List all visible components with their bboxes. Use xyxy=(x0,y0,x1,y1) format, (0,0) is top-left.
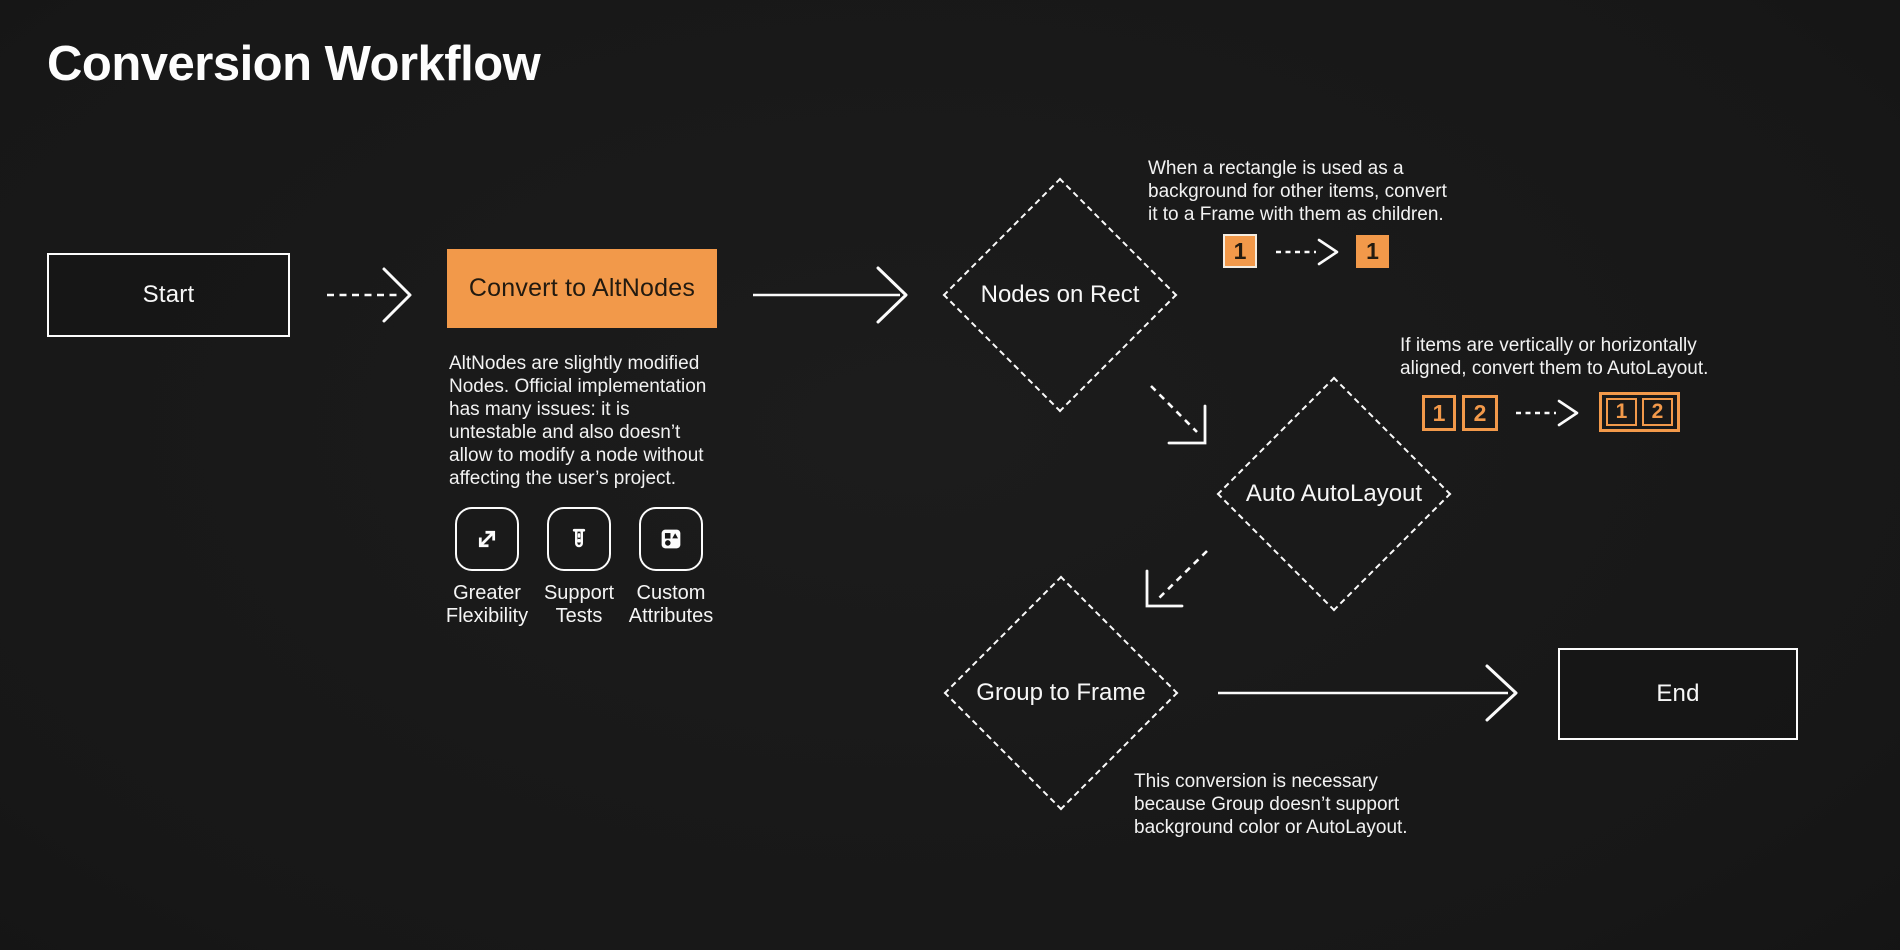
node-auto-autolayout[interactable]: Auto AutoLayout xyxy=(1216,376,1452,612)
feature-label: Support Tests xyxy=(543,582,615,627)
node-convert-to-altnodes[interactable]: Convert to AltNodes xyxy=(447,249,717,328)
node-group-to-frame-label: Group to Frame xyxy=(976,679,1146,706)
annotation-group-to-frame: This conversion is necessary because Gro… xyxy=(1134,771,1408,838)
node-end[interactable]: End xyxy=(1558,648,1798,740)
node-nodes-on-rect-label: Nodes on Rect xyxy=(980,281,1140,308)
badge-rect-after: 1 xyxy=(1356,235,1389,268)
node-group-to-frame[interactable]: Group to Frame xyxy=(943,575,1179,811)
badge-layout-item-2: 2 xyxy=(1462,395,1498,431)
feature-greater-flexibility: Greater Flexibility xyxy=(441,507,533,628)
shapes-icon xyxy=(639,507,703,571)
badge-layout-group: 1 2 xyxy=(1599,392,1680,432)
altnodes-description: AltNodes are slightly modified Nodes. Of… xyxy=(449,353,707,489)
badge-layout-item-1: 1 xyxy=(1422,395,1456,431)
node-start[interactable]: Start xyxy=(47,253,290,337)
arrow-group-to-end xyxy=(1218,664,1518,722)
node-nodes-on-rect[interactable]: Nodes on Rect xyxy=(942,177,1178,413)
arrow-badge-rect xyxy=(1276,238,1339,266)
node-start-label: Start xyxy=(142,281,195,308)
badge-layout-grouped-1: 1 xyxy=(1606,398,1637,426)
page-title: Conversion Workflow xyxy=(47,37,541,91)
node-auto-autolayout-label: Auto AutoLayout xyxy=(1245,480,1423,507)
arrow-badge-layout xyxy=(1516,399,1579,427)
expand-arrows-icon xyxy=(455,507,519,571)
arrow-convert-to-nodes-on-rect xyxy=(753,266,908,324)
test-tube-icon xyxy=(547,507,611,571)
annotation-nodes-on-rect: When a rectangle is used as a background… xyxy=(1148,158,1447,225)
altnodes-features: Greater Flexibility Support Tests xyxy=(441,507,717,628)
feature-label: Greater Flexibility xyxy=(445,582,529,627)
arrow-start-to-convert xyxy=(327,267,412,323)
feature-label: Custom Attributes xyxy=(628,582,714,627)
badge-rect-before: 1 xyxy=(1223,234,1257,268)
feature-custom-attributes: Custom Attributes xyxy=(625,507,717,628)
annotation-auto-autolayout: If items are vertically or horizontally … xyxy=(1400,335,1709,379)
badge-layout-grouped-2: 2 xyxy=(1642,398,1673,426)
feature-support-tests: Support Tests xyxy=(533,507,625,628)
node-convert-label: Convert to AltNodes xyxy=(468,274,696,302)
node-end-label: End xyxy=(1656,680,1700,707)
